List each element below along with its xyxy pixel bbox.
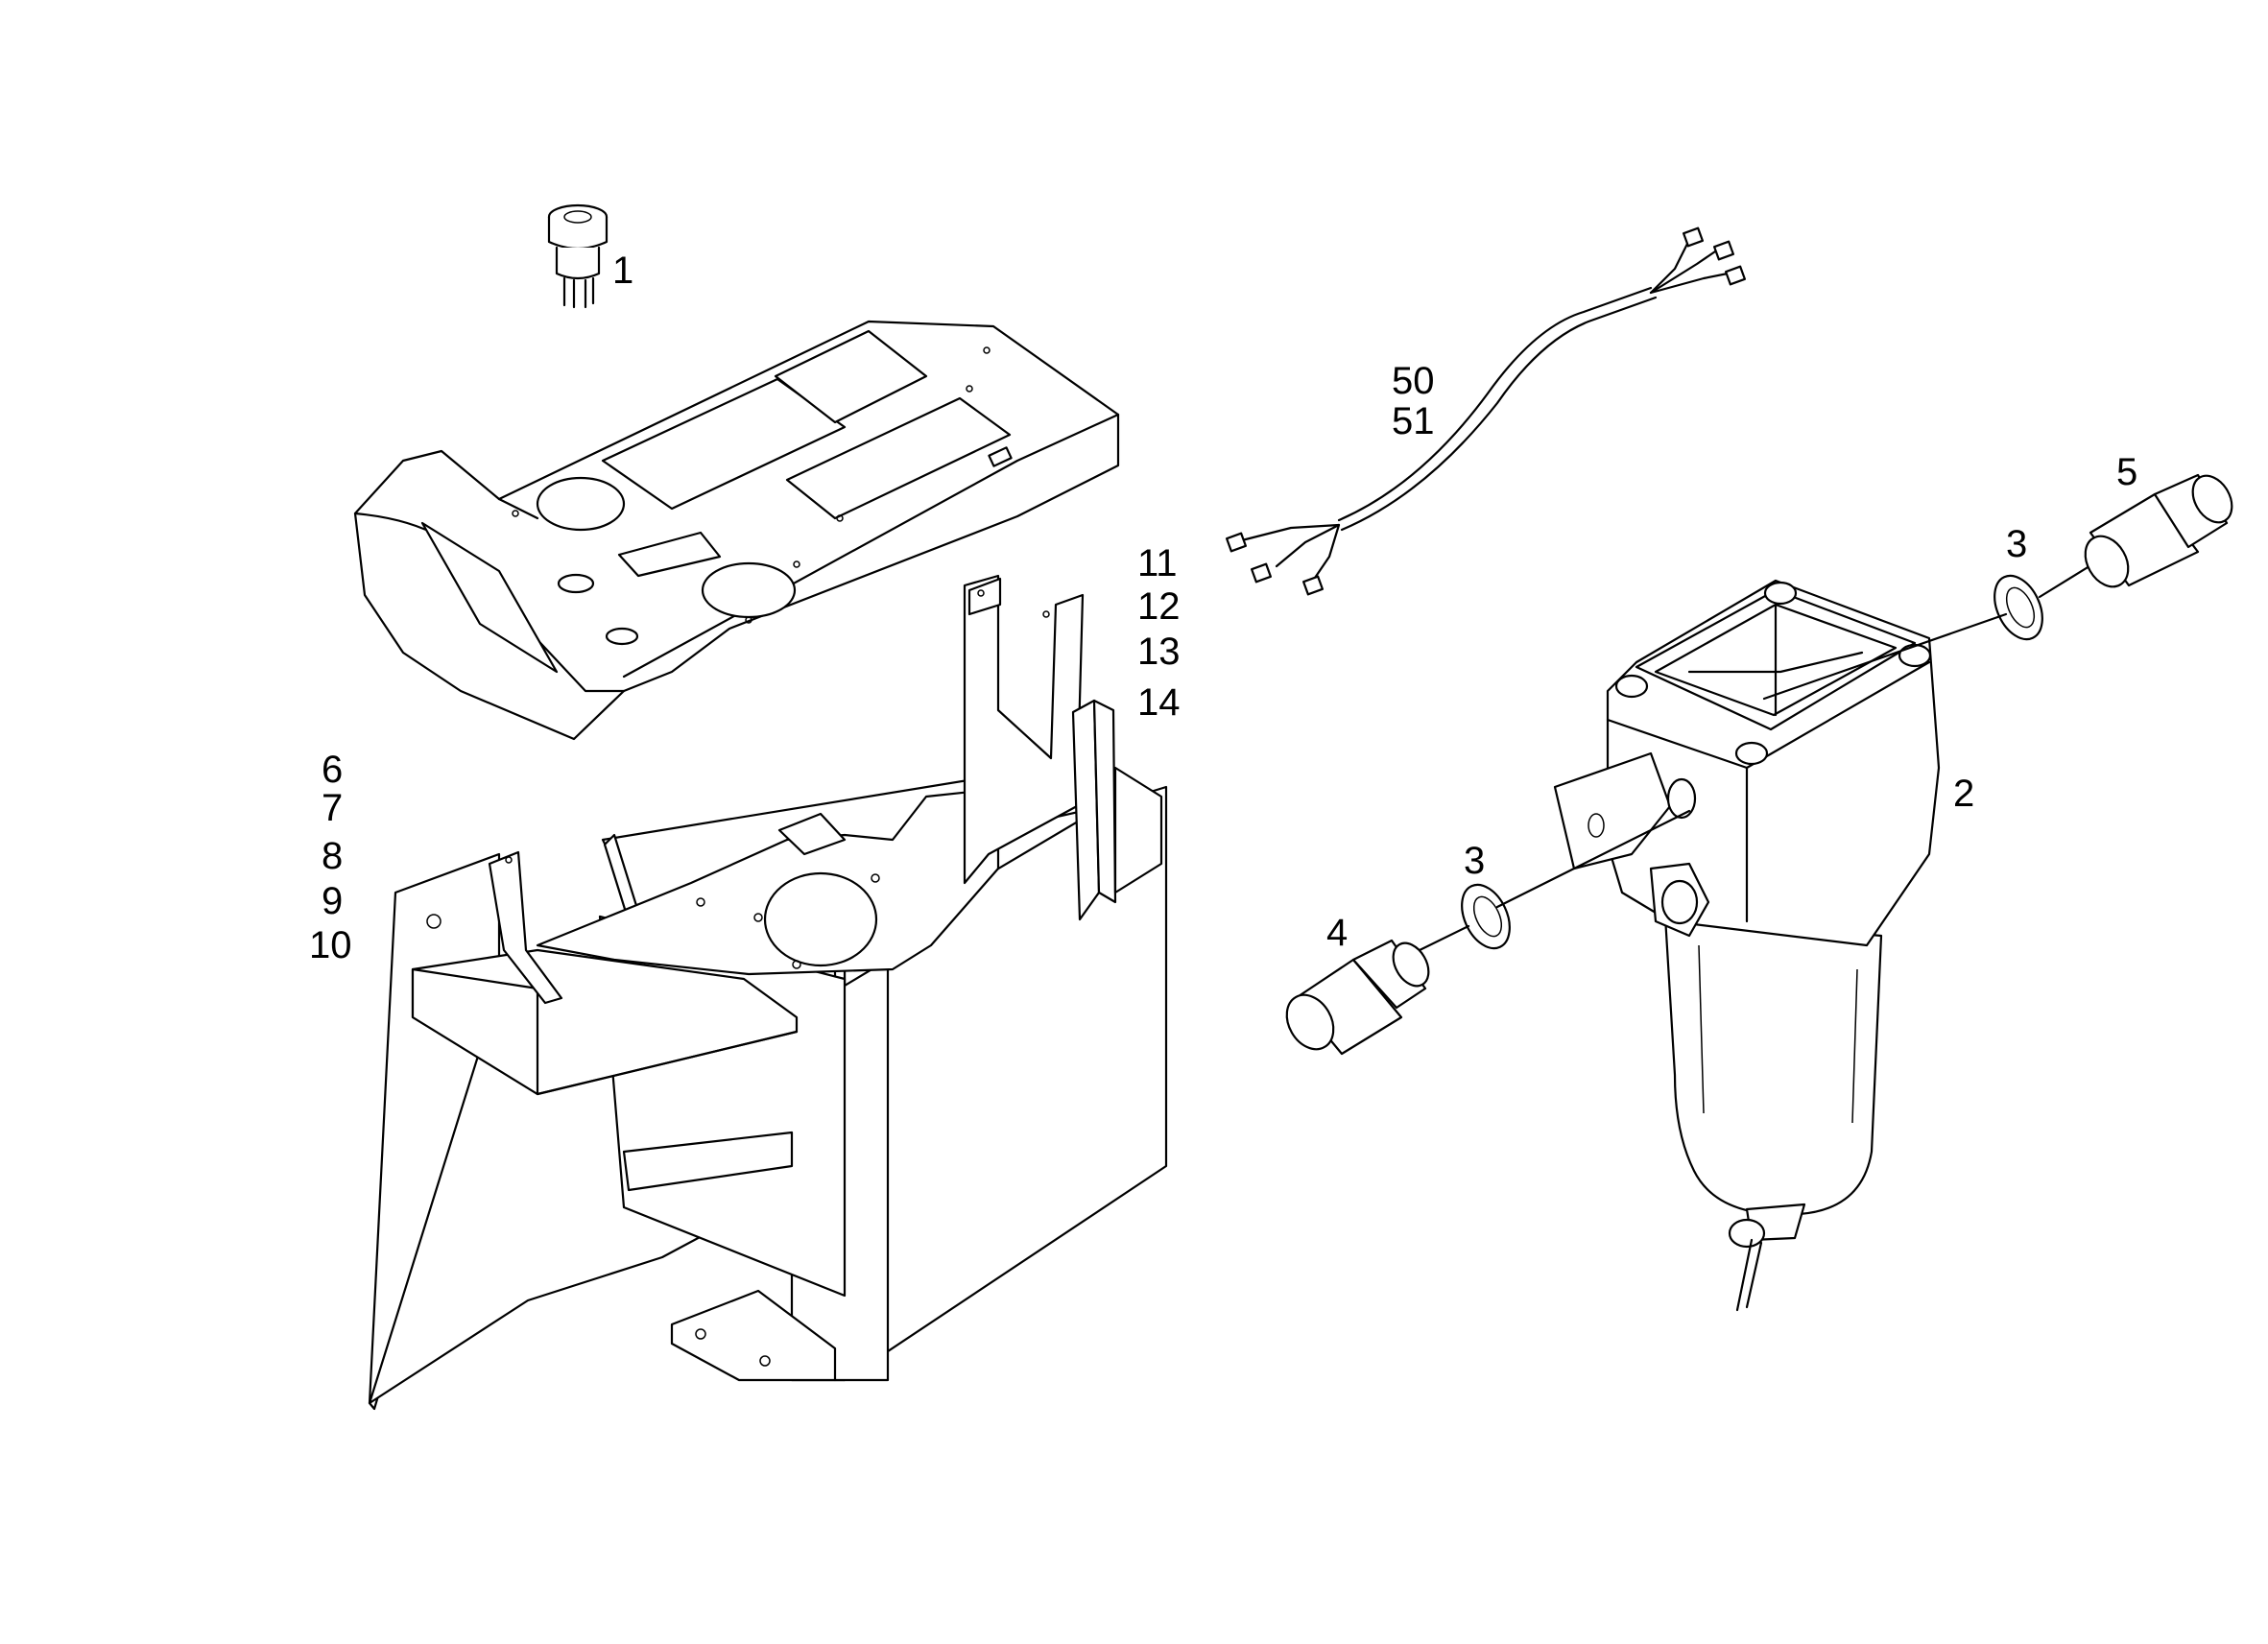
wiring-harness [1225,226,1747,596]
filter-assembly [1553,579,1941,1312]
fitting-left [1285,939,1430,1056]
callout-14: 14 [1137,681,1181,724]
callout-6: 6 [322,749,343,791]
callout-4: 4 [1326,912,1348,954]
top-cover-panel [353,320,1120,741]
callout-3-left: 3 [1464,840,1485,882]
callout-11: 11 [1137,542,1178,584]
callout-51: 51 [1392,400,1435,442]
callout-10: 10 [309,924,352,966]
knob-part [547,203,609,309]
callout-12: 12 [1137,585,1181,628]
callout-50: 50 [1392,360,1435,402]
callout-2: 2 [1953,773,1974,815]
callout-3-right: 3 [2006,523,2027,565]
callout-13: 13 [1137,631,1181,673]
callout-labels: 1 2 3 3 4 5 6 7 8 9 10 11 12 13 14 50 51 [309,250,2137,966]
fitting-right [2084,473,2233,588]
callout-9: 9 [322,880,343,922]
callout-5: 5 [2116,451,2137,493]
seal-ring-left [1461,883,1511,950]
callout-8: 8 [322,835,343,877]
callout-7: 7 [322,787,343,829]
bracket-assembly [368,574,1168,1411]
callout-1: 1 [612,250,633,292]
seal-ring-right [1993,574,2043,641]
